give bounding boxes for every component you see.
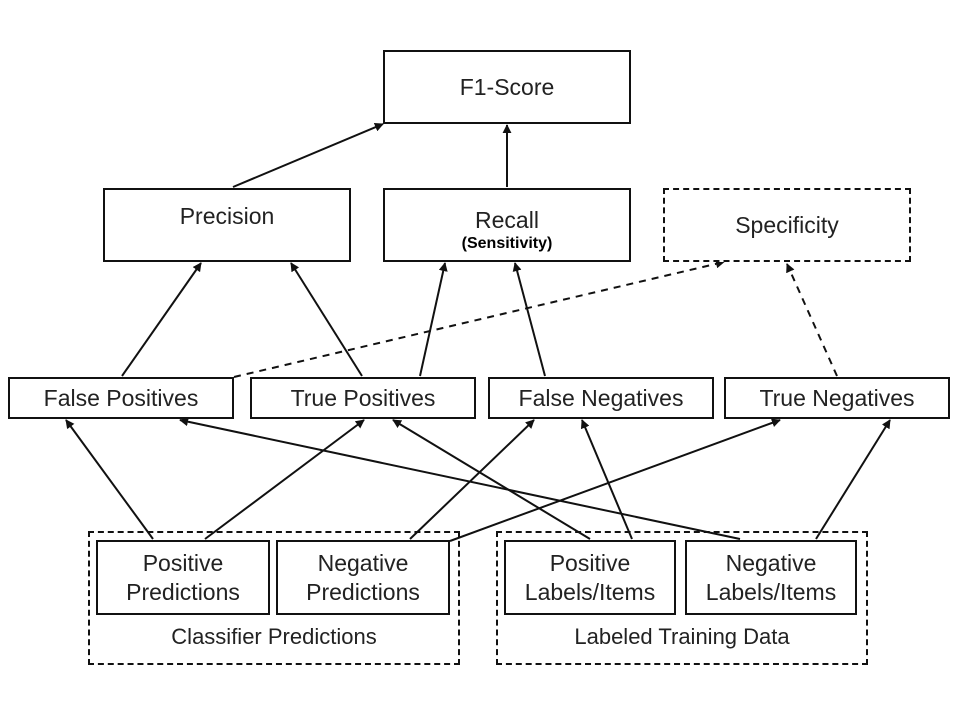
negative-labels-line2: Labels/Items: [705, 578, 837, 605]
positive-predictions-box: Positive Predictions: [96, 540, 270, 615]
edge-negative-predictions-to-true-negatives: [449, 418, 781, 542]
edge-true-positives-to-precision: [290, 262, 363, 377]
true-negatives-label: True Negatives: [759, 384, 915, 411]
edge-precision-to-f1: [232, 122, 384, 188]
negative-predictions-line2: Predictions: [306, 578, 420, 605]
edge-false-positives-to-specificity: [233, 259, 725, 378]
labeled-training-data-group: [496, 531, 868, 665]
positive-labels-box: Positive Labels/Items: [504, 540, 676, 615]
edge-negative-labels-to-false-positives: [179, 417, 741, 540]
precision-box: Precision: [103, 188, 351, 262]
positive-labels-line1: Positive: [549, 549, 631, 576]
specificity-label: Specificity: [735, 211, 839, 238]
negative-labels-box: Negative Labels/Items: [685, 540, 857, 615]
edge-negative-labels-to-true-negatives: [815, 419, 891, 540]
edge-false-positives-to-precision: [121, 262, 202, 377]
precision-label: Precision: [179, 203, 275, 229]
edge-true-positives-to-recall: [419, 262, 448, 377]
negative-predictions-line1: Negative: [317, 549, 409, 576]
edge-positive-labels-to-true-positives: [392, 419, 591, 540]
true-positives-label: True Positives: [290, 384, 436, 411]
negative-predictions-box: Negative Predictions: [276, 540, 450, 615]
recall-box: Recall (Sensitivity): [383, 188, 631, 262]
positive-predictions-line2: Predictions: [126, 578, 240, 605]
f1-score-label: F1-Score: [459, 73, 555, 100]
false-positives-label: False Positives: [43, 384, 199, 411]
f1-score-box: F1-Score: [383, 50, 631, 124]
false-positives-box: False Positives: [8, 377, 234, 419]
false-negatives-label: False Negatives: [518, 384, 684, 411]
positive-predictions-line1: Positive: [142, 549, 224, 576]
edge-true-negatives-to-specificity: [786, 263, 838, 377]
edge-positive-predictions-to-false-positives: [65, 419, 154, 540]
edge-negative-predictions-to-false-negatives: [409, 419, 535, 540]
false-negatives-box: False Negatives: [488, 377, 714, 419]
classifier-predictions-group: [88, 531, 460, 665]
true-negatives-box: True Negatives: [724, 377, 950, 419]
recall-label: Recall: [475, 206, 539, 233]
labeled-training-data-title: Labeled Training Data: [574, 624, 790, 649]
positive-labels-line2: Labels/Items: [524, 578, 656, 605]
recall-sublabel: (Sensitivity): [461, 234, 553, 252]
true-positives-box: True Positives: [250, 377, 476, 419]
edge-positive-labels-to-false-negatives: [580, 419, 633, 540]
negative-labels-line1: Negative: [725, 549, 817, 576]
edge-positive-predictions-to-true-positives: [204, 419, 365, 540]
specificity-box: Specificity: [663, 188, 911, 262]
classifier-predictions-title: Classifier Predictions: [171, 624, 377, 649]
edge-false-negatives-to-recall: [512, 262, 546, 377]
